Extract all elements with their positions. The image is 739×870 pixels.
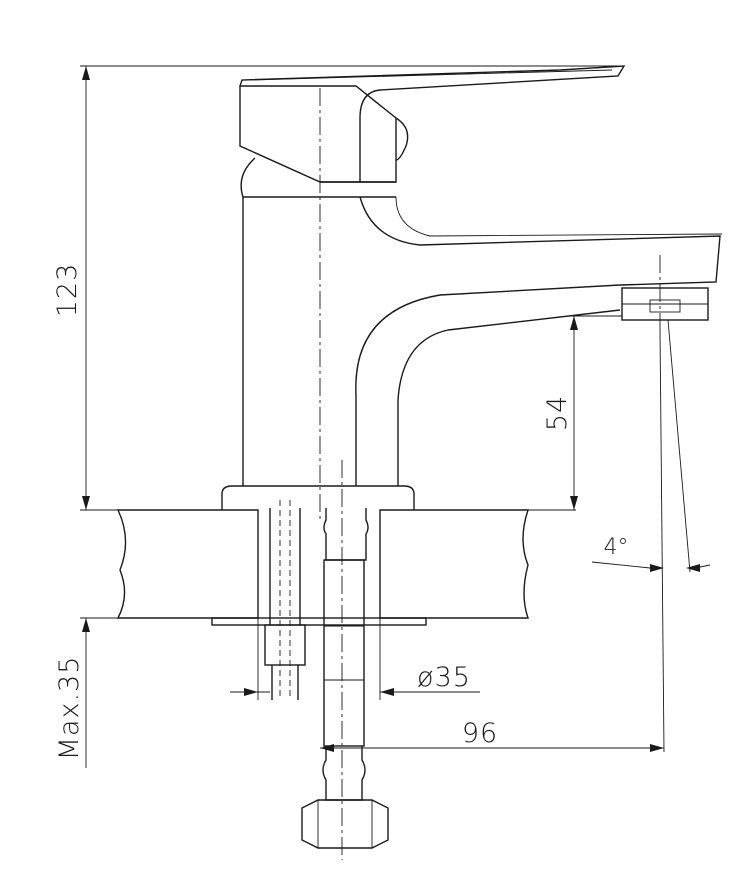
dim-label-spout-height: 54 <box>542 395 573 431</box>
dimension-total-height: 123 <box>52 65 622 510</box>
dim-label-total-height: 123 <box>52 263 83 318</box>
dimension-max-thickness: Max.35 <box>54 618 90 768</box>
mounting-plate <box>211 617 427 626</box>
dimension-hole-diameter: ø35 <box>230 510 480 700</box>
dimension-spout-reach: 96 <box>320 329 665 753</box>
dimension-spout-angle: 4° <box>591 319 711 573</box>
dimension-spout-height: 54 <box>542 315 622 510</box>
dim-label-max-thickness: Max.35 <box>54 656 85 761</box>
lever-handle <box>239 65 626 183</box>
countertop-section <box>80 509 576 619</box>
threaded-stud <box>264 500 306 700</box>
flex-hose <box>301 508 389 849</box>
dim-label-hole-diameter: ø35 <box>417 662 471 693</box>
dim-label-spout-angle: 4° <box>604 535 629 560</box>
center-lines <box>319 88 661 860</box>
faucet-body <box>221 157 723 510</box>
dim-label-spout-reach: 96 <box>462 718 498 749</box>
